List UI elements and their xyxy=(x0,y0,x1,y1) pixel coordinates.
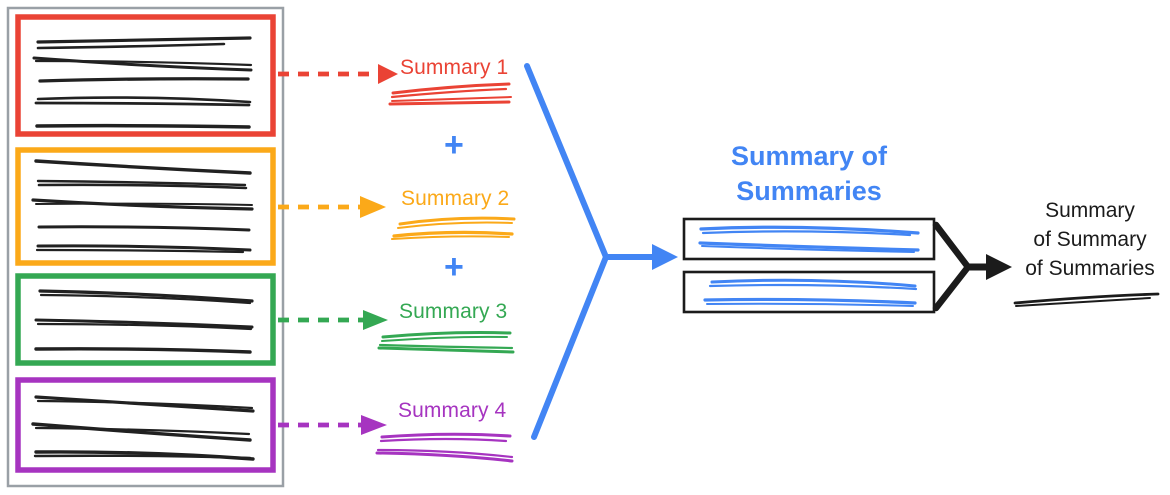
sos-box-2-squiggle xyxy=(703,278,918,307)
connector-dashed-purple xyxy=(278,415,387,435)
summary-4-label[interactable]: Summary 4 xyxy=(398,399,507,422)
chunk-red[interactable] xyxy=(15,14,276,137)
summary-4-squiggle xyxy=(375,432,514,463)
final-output-title-line-3: of Summaries xyxy=(1025,257,1155,280)
summary-2-squiggle xyxy=(391,216,516,240)
plus-operator-1: + xyxy=(444,126,464,164)
connector-merge-black xyxy=(932,221,1012,312)
connector-dashed-red xyxy=(278,64,398,84)
summary-2-label[interactable]: Summary 2 xyxy=(401,187,510,210)
chunk-purple-text-lines xyxy=(31,395,255,461)
chunk-red-text-lines xyxy=(32,36,253,129)
chunk-orange-text-lines xyxy=(31,159,254,254)
plus-operator-2: + xyxy=(444,248,464,286)
final-output-title-line-2: of Summary xyxy=(1033,228,1147,251)
summary-1-label[interactable]: Summary 1 xyxy=(400,56,509,79)
summary-1-squiggle xyxy=(388,82,512,106)
summary-of-summaries-title-line-1: Summary of xyxy=(730,141,888,171)
chunk-red-border xyxy=(15,14,276,137)
document-chunks-container-frame xyxy=(6,6,285,488)
chunk-orange[interactable] xyxy=(15,147,276,266)
final-output-title-line-1: Summary xyxy=(1045,199,1135,222)
summary-of-summaries-box-2[interactable] xyxy=(682,270,936,314)
summary-3-squiggle xyxy=(377,331,515,354)
summary-3-label[interactable]: Summary 3 xyxy=(399,300,508,323)
summary-of-summaries-title-line-2: Summaries xyxy=(736,176,882,206)
chunk-orange-border xyxy=(15,147,276,266)
chunk-green[interactable] xyxy=(15,273,276,366)
summary-of-summaries-box-1[interactable] xyxy=(682,217,936,261)
chunk-green-text-lines xyxy=(34,289,254,354)
connector-dashed-orange xyxy=(278,196,386,218)
chunk-purple[interactable] xyxy=(15,377,276,473)
connector-merge-blue xyxy=(524,63,678,440)
connector-dashed-green xyxy=(278,310,388,330)
sos-box-1-squiggle xyxy=(698,225,920,253)
final-output-squiggle xyxy=(1013,292,1160,307)
